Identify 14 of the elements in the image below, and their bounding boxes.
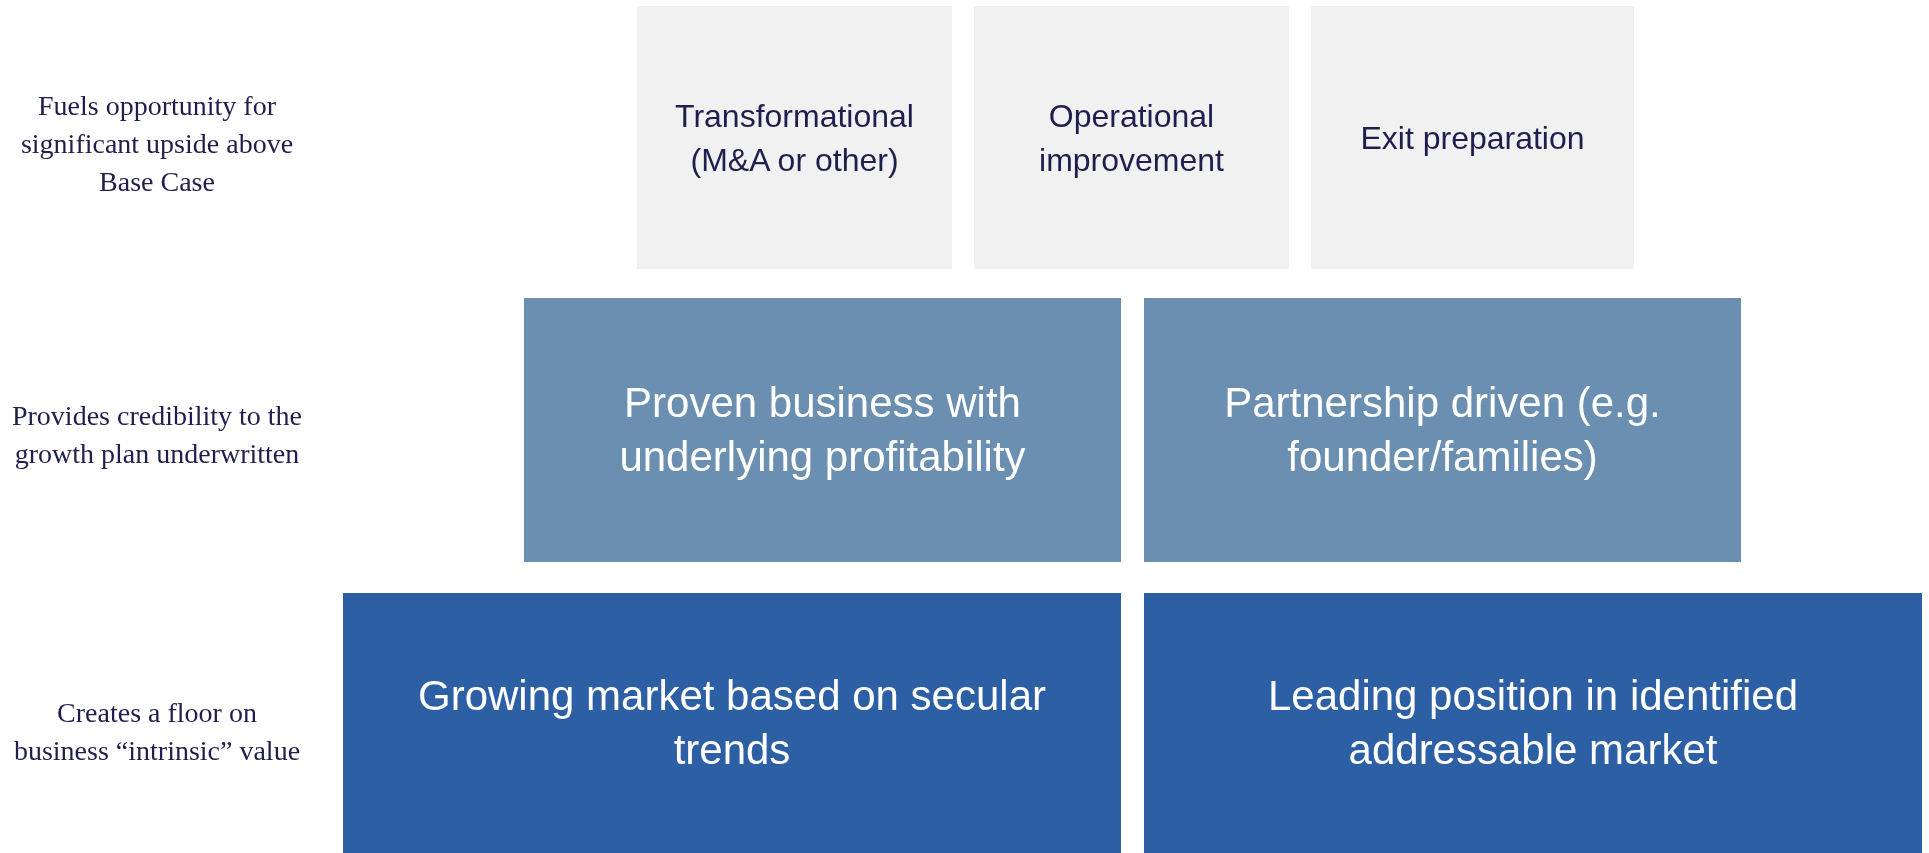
row-description: Provides credibility to the growth plan underwritten: [10, 399, 304, 471]
block-text: Transformational (M&A or other): [674, 96, 915, 180]
pyramid-block: [1144, 298, 1741, 562]
pyramid-block: [524, 298, 1121, 562]
block-text: Leading position in identified addressable market: [1266, 671, 1800, 775]
pyramid-block: [1144, 593, 1922, 853]
block-text: Exit preparation: [1360, 118, 1585, 158]
block-text: Growing market based on secular trends: [417, 671, 1047, 775]
block-text: Proven business with underlying profitability: [618, 378, 1027, 482]
row-description: Creates a floor on business “intrinsic” value: [12, 696, 302, 768]
row-description: Fuels opportunity for significant upside above Base Case: [19, 89, 295, 199]
pyramid-block: [343, 593, 1121, 853]
block-text: Operational improvement: [1038, 96, 1225, 180]
block-text: Partnership driven (e.g. founder/families): [1223, 378, 1662, 482]
